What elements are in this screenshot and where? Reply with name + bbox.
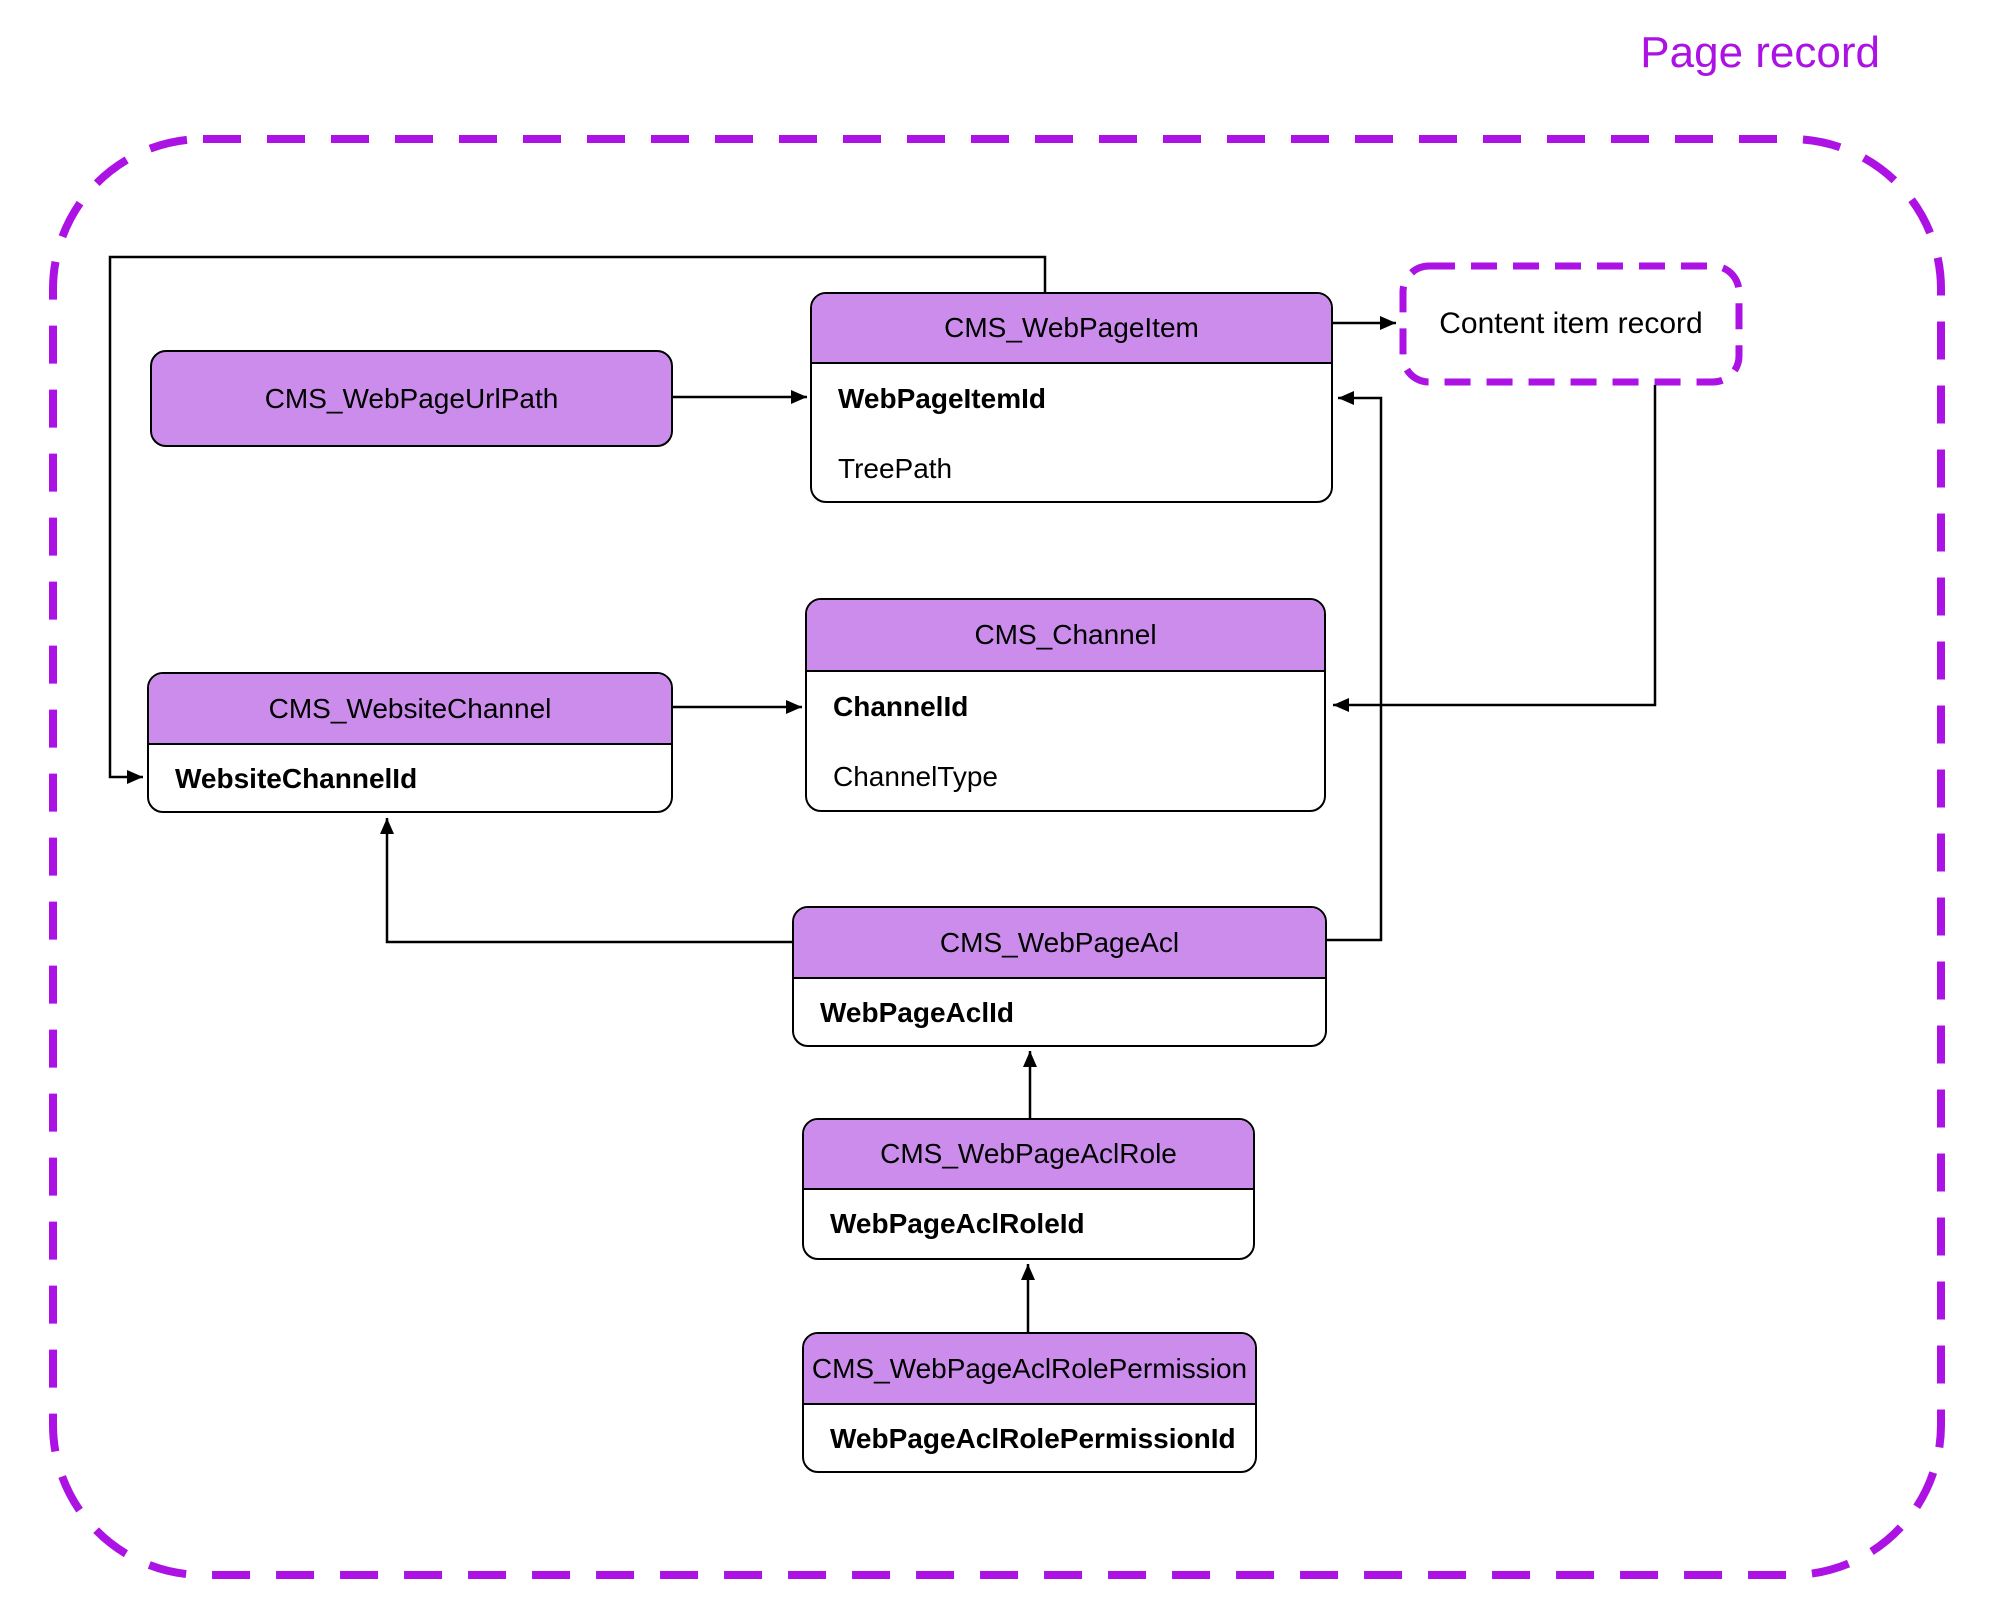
entity-field-treepath: TreePath <box>838 453 953 484</box>
entity-cms-websitechannel: CMS_WebsiteChannel WebsiteChannelId <box>147 672 673 813</box>
content-item-record-label: Content item record <box>1439 307 1703 340</box>
arrow-webpageacl-to-webpageitemid <box>1327 391 1383 942</box>
entity-header: CMS_WebPageAcl <box>794 908 1325 979</box>
entity-header: CMS_WebPageAclRole <box>804 1120 1253 1190</box>
content-item-record-box <box>1399 262 1743 386</box>
entity-field-webpageitemid: WebPageItemId <box>838 383 1046 414</box>
arrow-contentitemrecord-to-channelid <box>1333 385 1657 712</box>
entity-field-webpageaclid: WebPageAclId <box>820 997 1014 1028</box>
entity-field-websitechannelid: WebsiteChannelId <box>175 763 418 794</box>
entity-cms-webpageurlpath: CMS_WebPageUrlPath <box>150 350 673 447</box>
entity-cms-webpageitem: CMS_WebPageItem WebPageItemId TreePath <box>810 292 1333 503</box>
page-record-boundary <box>49 135 1945 1579</box>
entity-cms-webpageacl: CMS_WebPageAcl WebPageAclId <box>792 906 1327 1047</box>
page-record-label: Page record <box>1640 28 1880 77</box>
entity-header: CMS_WebPageItem <box>812 294 1331 364</box>
entity-field-channelid: ChannelId <box>833 691 969 722</box>
entity-field-webpageaclroleid: WebPageAclRoleId <box>830 1208 1085 1239</box>
arrow-webpageitem-to-websitechannelid <box>108 255 1047 784</box>
entity-header: CMS_WebPageAclRolePermission <box>804 1334 1255 1405</box>
entity-cms-channel: CMS_Channel ChannelId ChannelType <box>805 598 1326 812</box>
entity-header: CMS_WebsiteChannel <box>149 674 671 745</box>
entity-field-channeltype: ChannelType <box>833 761 999 792</box>
entity-cms-webpageaclrole: CMS_WebPageAclRole WebPageAclRoleId <box>802 1118 1255 1260</box>
entity-header: CMS_Channel <box>807 600 1324 672</box>
entity-cms-webpageaclrolepermission: CMS_WebPageAclRolePermission WebPageAclR… <box>802 1332 1257 1473</box>
entity-title: CMS_WebPageUrlPath <box>264 382 559 414</box>
arrow-webpageacl-to-websitechannel <box>380 818 792 944</box>
entity-field-webpageaclrolepermissionid: WebPageAclRolePermissionId <box>830 1423 1236 1454</box>
